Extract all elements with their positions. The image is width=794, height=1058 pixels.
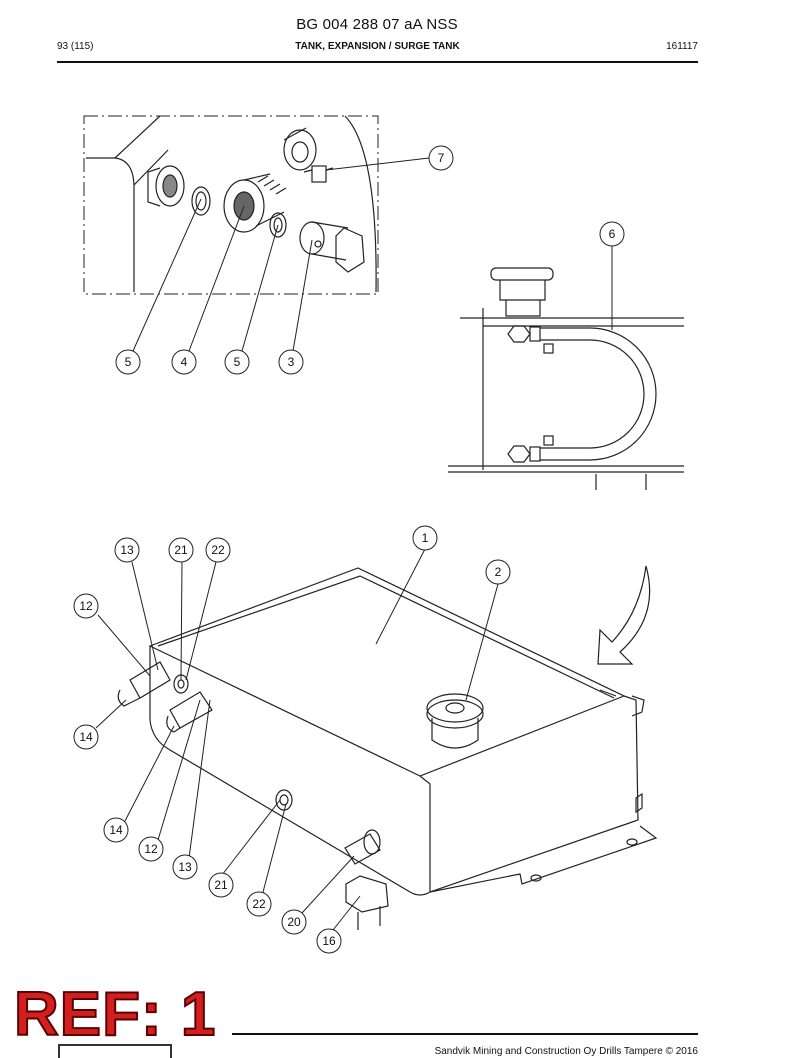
header-divider bbox=[57, 61, 698, 63]
svg-text:5: 5 bbox=[125, 355, 132, 369]
callout-7: 7 bbox=[428, 145, 454, 171]
callout-12: 12 bbox=[73, 593, 99, 619]
svg-text:14: 14 bbox=[79, 730, 93, 744]
page-indicator: 93 (115) bbox=[57, 41, 94, 52]
svg-text:4: 4 bbox=[181, 355, 188, 369]
company-logo bbox=[58, 1044, 172, 1058]
callout-5: 5 bbox=[224, 349, 250, 375]
svg-text:2: 2 bbox=[495, 565, 502, 579]
reference-stamp: REF: 1 bbox=[13, 980, 217, 1049]
callout-3: 3 bbox=[278, 349, 304, 375]
svg-text:13: 13 bbox=[120, 543, 134, 557]
callout-14: 14 bbox=[103, 817, 129, 843]
view-direction-arrow bbox=[597, 565, 651, 665]
callout-5: 5 bbox=[115, 349, 141, 375]
date-code: 161117 bbox=[666, 41, 698, 52]
svg-text:22: 22 bbox=[252, 897, 266, 911]
callout-21: 21 bbox=[208, 872, 234, 898]
svg-text:3: 3 bbox=[288, 355, 295, 369]
svg-text:7: 7 bbox=[438, 151, 445, 165]
callout-2: 2 bbox=[485, 559, 511, 585]
svg-text:14: 14 bbox=[109, 823, 123, 837]
main-tank-view bbox=[117, 567, 658, 930]
svg-text:6: 6 bbox=[609, 227, 616, 241]
callout-22: 22 bbox=[205, 537, 231, 563]
callout-21: 21 bbox=[168, 537, 194, 563]
callout-12: 12 bbox=[138, 836, 164, 862]
callout-13: 13 bbox=[114, 537, 140, 563]
svg-text:16: 16 bbox=[322, 934, 336, 948]
callout-20: 20 bbox=[281, 909, 307, 935]
callout-4: 4 bbox=[171, 349, 197, 375]
svg-text:20: 20 bbox=[287, 915, 301, 929]
detail-view-hose-loop bbox=[448, 267, 684, 490]
svg-text:13: 13 bbox=[178, 860, 192, 874]
svg-text:1: 1 bbox=[422, 531, 429, 545]
svg-text:22: 22 bbox=[211, 543, 225, 557]
footer-copyright: Sandvik Mining and Construction Oy Drill… bbox=[434, 1046, 698, 1057]
svg-text:21: 21 bbox=[214, 878, 228, 892]
footer-divider bbox=[232, 1033, 698, 1035]
document-number: BG 004 288 07 aA NSS bbox=[296, 16, 458, 33]
callout-14: 14 bbox=[73, 724, 99, 750]
callout-6: 6 bbox=[599, 221, 625, 247]
page-title: TANK, EXPANSION / SURGE TANK bbox=[295, 41, 460, 52]
svg-text:21: 21 bbox=[174, 543, 188, 557]
leader-lines bbox=[95, 157, 613, 931]
detail-view-fittings bbox=[83, 115, 379, 295]
svg-text:12: 12 bbox=[79, 599, 93, 613]
callout-16: 16 bbox=[316, 928, 342, 954]
callout-22: 22 bbox=[246, 891, 272, 917]
svg-text:5: 5 bbox=[234, 355, 241, 369]
header-row: 93 (115) TANK, EXPANSION / SURGE TANK 16… bbox=[57, 41, 698, 55]
callout-1: 1 bbox=[412, 525, 438, 551]
callout-13: 13 bbox=[172, 854, 198, 880]
svg-text:12: 12 bbox=[144, 842, 158, 856]
